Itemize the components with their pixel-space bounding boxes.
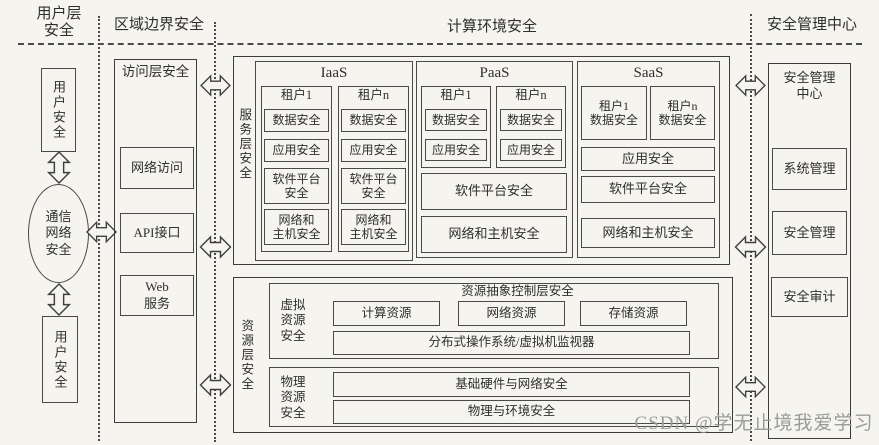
iaas-tenantn-title: 租户n [357,88,390,103]
iaas-tenant1-box [261,86,332,252]
iaas-tenantn-network-host-security: 网络和 主机安全 [341,209,406,245]
paas-tenantn-box [496,86,566,168]
paas-title: PaaS [479,64,510,81]
resource-layer-box [233,277,733,433]
saas-tenant1-data-security: 租户1 数据安全 [581,86,647,140]
resource-abstraction-title: 资源抽象控制层安全 [461,284,574,299]
mgmt-center-title: 安全管理 中心 [783,69,836,101]
horizontal-double-arrow-icon [735,375,766,399]
network-access-box: 网络访问 [120,147,194,189]
iaas-tenant1-software-platform-security: 软件平台 安全 [264,168,329,204]
service-layer-label: 服务层安全 [237,107,252,181]
saas-software-platform-security: 软件平台安全 [581,176,715,203]
virtual-resource-label: 虚拟 资源 安全 [280,297,306,343]
horizontal-double-arrow-icon [199,373,232,397]
horizontal-double-arrow-icon [200,74,231,97]
divider-boundary-computing [214,22,216,442]
horizontal-double-arrow-icon [199,235,232,259]
saas-network-host-security: 网络和主机安全 [581,218,715,248]
csdn-watermark: CSDN @学无止境我爱学习 [634,413,874,434]
security-mgmt-box: 安全管理 [772,211,847,255]
paas-tenant1-app-security: 应用安全 [425,139,487,161]
web-service-box: Web 服务 [120,275,194,316]
saas-app-security: 应用安全 [581,147,715,171]
paas-network-host-security: 网络和主机安全 [421,216,567,253]
storage-resource-box: 存储资源 [580,301,687,326]
comm-network-security-ellipse: 通信 网络 安全 [28,184,89,283]
iaas-tenantn-software-platform-security: 软件平台 安全 [341,168,406,204]
paas-tenant1-title: 租户1 [440,87,472,102]
paas-tenant1-box [421,86,491,168]
physical-resource-label: 物理 资源 安全 [280,374,306,420]
service-layer-box [233,56,730,265]
virtual-resource-security-box [269,283,719,359]
iaas-tenantn-data-security: 数据安全 [341,109,406,132]
horizontal-double-arrow-icon [86,220,117,244]
iaas-tenant1-title: 租户1 [280,88,313,103]
user-security-bottom-box: 用户安全 [42,316,78,403]
paas-tenantn-title: 租户n [515,87,547,102]
top-dashed-divider [18,43,862,45]
paas-tenantn-data-security: 数据安全 [500,109,562,131]
header-mgmt-center: 安全管理中心 [766,17,857,34]
distributed-os-hypervisor-box: 分布式操作系统/虚拟机监视器 [333,331,690,355]
iaas-tenant1-data-security: 数据安全 [264,109,329,132]
physical-environment-security-box: 物理与环境安全 [333,400,690,424]
iaas-tenantn-box [338,86,409,252]
api-interface-box: API接口 [120,213,194,253]
access-layer-box [114,59,197,423]
saas-box [577,61,720,258]
iaas-title: IaaS [320,64,348,81]
security-audit-box: 安全审计 [771,277,848,317]
paas-software-platform-security: 软件平台安全 [421,173,567,210]
vertical-double-arrow-icon [46,283,72,316]
basic-hardware-network-security-box: 基础硬件与网络安全 [333,372,690,397]
paas-box [416,61,573,258]
header-computing-env: 计算环境安全 [446,19,537,36]
vertical-double-arrow-icon [46,151,72,184]
saas-title: SaaS [633,64,664,81]
iaas-box [255,61,413,261]
access-layer-title: 访问层安全 [121,63,190,79]
compute-resource-box: 计算资源 [333,301,440,326]
resource-layer-label: 资源层安全 [239,318,254,392]
iaas-tenant1-network-host-security: 网络和 主机安全 [264,209,329,245]
network-resource-box: 网络资源 [458,301,565,326]
header-boundary: 区域边界安全 [113,17,204,34]
saas-tenantn-data-security: 租户n 数据安全 [650,86,715,140]
header-user-layer: 用户层 安全 [36,5,82,39]
mgmt-center-box [768,63,851,439]
iaas-tenantn-app-security: 应用安全 [341,139,406,162]
divider-computing-mgmt [750,14,752,441]
horizontal-double-arrow-icon [735,74,766,97]
paas-tenantn-app-security: 应用安全 [500,139,562,161]
horizontal-double-arrow-icon [734,235,767,259]
iaas-tenant1-app-security: 应用安全 [264,139,329,162]
paas-tenant1-data-security: 数据安全 [425,109,487,131]
physical-resource-security-box [269,367,719,427]
system-mgmt-box: 系统管理 [772,148,847,190]
user-security-top-box: 用户安全 [41,68,76,152]
